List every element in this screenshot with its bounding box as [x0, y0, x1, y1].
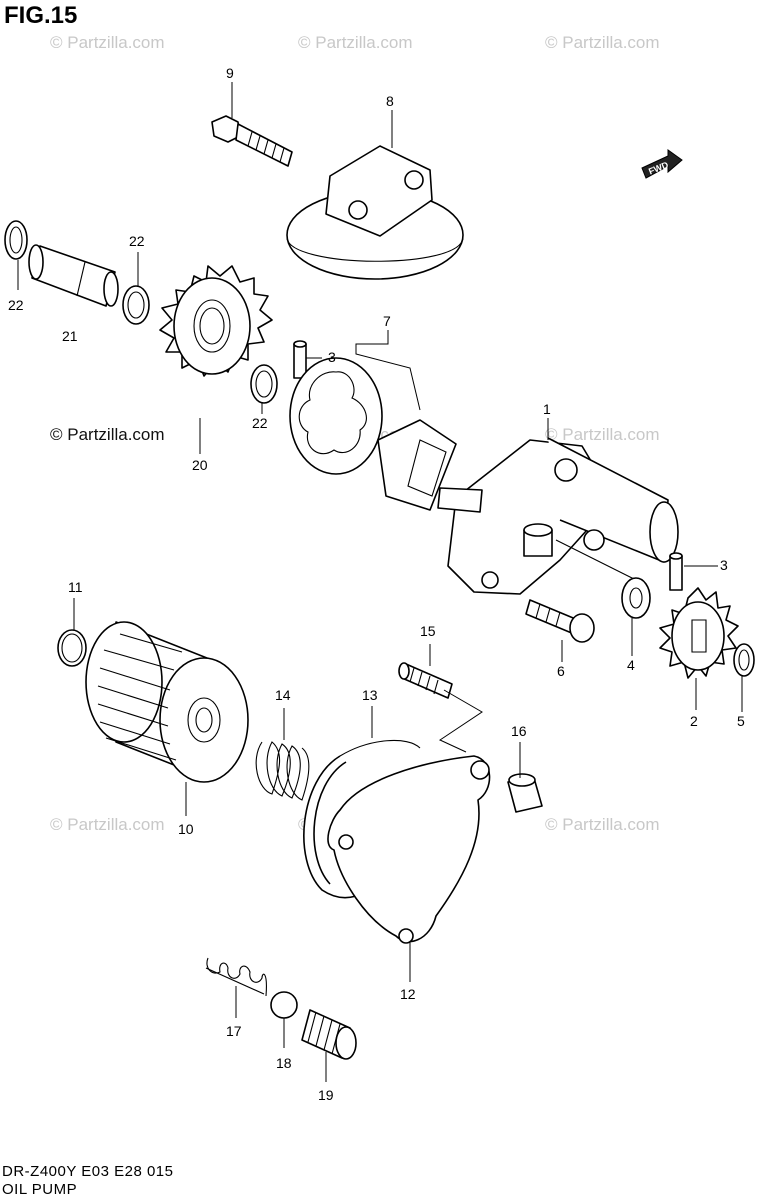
part-8-cover-plate [286, 145, 464, 280]
part-4-washer [621, 577, 651, 619]
part-3-dowel-pin-upper [293, 340, 307, 379]
callout-6: 6 [557, 663, 565, 679]
callout-13: 13 [362, 687, 378, 703]
part-7-rotor-set [289, 357, 457, 511]
callout-labels: 9 8 22 22 21 7 3 22 20 1 3 11 15 4 6 14 … [8, 65, 745, 1103]
watermark-5: © Partzilla.com [545, 425, 660, 444]
callout-18: 18 [276, 1055, 292, 1071]
part-17-spring [205, 957, 267, 997]
callout-3-lower: 3 [720, 557, 728, 573]
part-3-dowel-pin-lower [669, 552, 683, 591]
callout-22-upper: 22 [129, 233, 145, 249]
part-21-shaft [28, 244, 119, 307]
watermark-1: © Partzilla.com [50, 33, 165, 52]
watermark-2: © Partzilla.com [298, 33, 413, 52]
part-1-pump-body [437, 437, 679, 595]
callout-20: 20 [192, 457, 208, 473]
model-code: DR-Z400Y E03 E28 015 [2, 1163, 174, 1180]
watermark-prominent: © Partzilla.com [50, 425, 165, 444]
fwd-label: FWD [647, 159, 670, 176]
part-11-o-ring [57, 629, 87, 667]
callout-14: 14 [275, 687, 291, 703]
part-10-oil-filter [85, 621, 249, 783]
callout-1: 1 [543, 401, 551, 417]
callout-19: 19 [318, 1087, 334, 1103]
callout-22-right: 22 [252, 415, 268, 431]
callout-9: 9 [226, 65, 234, 81]
callout-11: 11 [68, 579, 83, 595]
part-18-ball [270, 991, 298, 1019]
part-16-plug [507, 773, 543, 813]
callout-15: 15 [420, 623, 436, 639]
part-22-circlip-right [250, 364, 278, 404]
part-12-filter-cover [327, 755, 491, 944]
part-19-relief-valve [301, 1009, 357, 1060]
callout-21: 21 [62, 328, 78, 344]
callout-7: 7 [383, 313, 391, 329]
section-name: OIL PUMP [2, 1181, 78, 1198]
part-5-circlip [733, 643, 755, 677]
part-15-bolt [398, 662, 453, 699]
watermark-8: © Partzilla.com [545, 815, 660, 834]
part-9-bolt [211, 115, 293, 167]
part-22-circlip-middle [122, 285, 150, 325]
callout-12: 12 [400, 986, 416, 1002]
callout-3-upper: 3 [328, 349, 336, 365]
callout-2: 2 [690, 713, 698, 729]
watermark-3: © Partzilla.com [545, 33, 660, 52]
fwd-arrow-icon: FWD [641, 149, 683, 179]
leader-lines [17, 82, 743, 1082]
callout-4: 4 [627, 657, 635, 673]
part-6-screw [525, 599, 595, 643]
callout-16: 16 [511, 723, 527, 739]
part-14-spring [255, 741, 310, 801]
callout-22-left: 22 [8, 297, 24, 313]
part-20-driven-gear [159, 265, 273, 377]
part-22-circlip-left [4, 220, 28, 260]
callout-5: 5 [737, 713, 745, 729]
callout-10: 10 [178, 821, 194, 837]
callout-8: 8 [386, 93, 394, 109]
watermark-6: © Partzilla.com [50, 815, 165, 834]
part-2-drive-gear [659, 587, 739, 679]
figure-title: FIG.15 [4, 2, 78, 29]
callout-17: 17 [226, 1023, 242, 1039]
